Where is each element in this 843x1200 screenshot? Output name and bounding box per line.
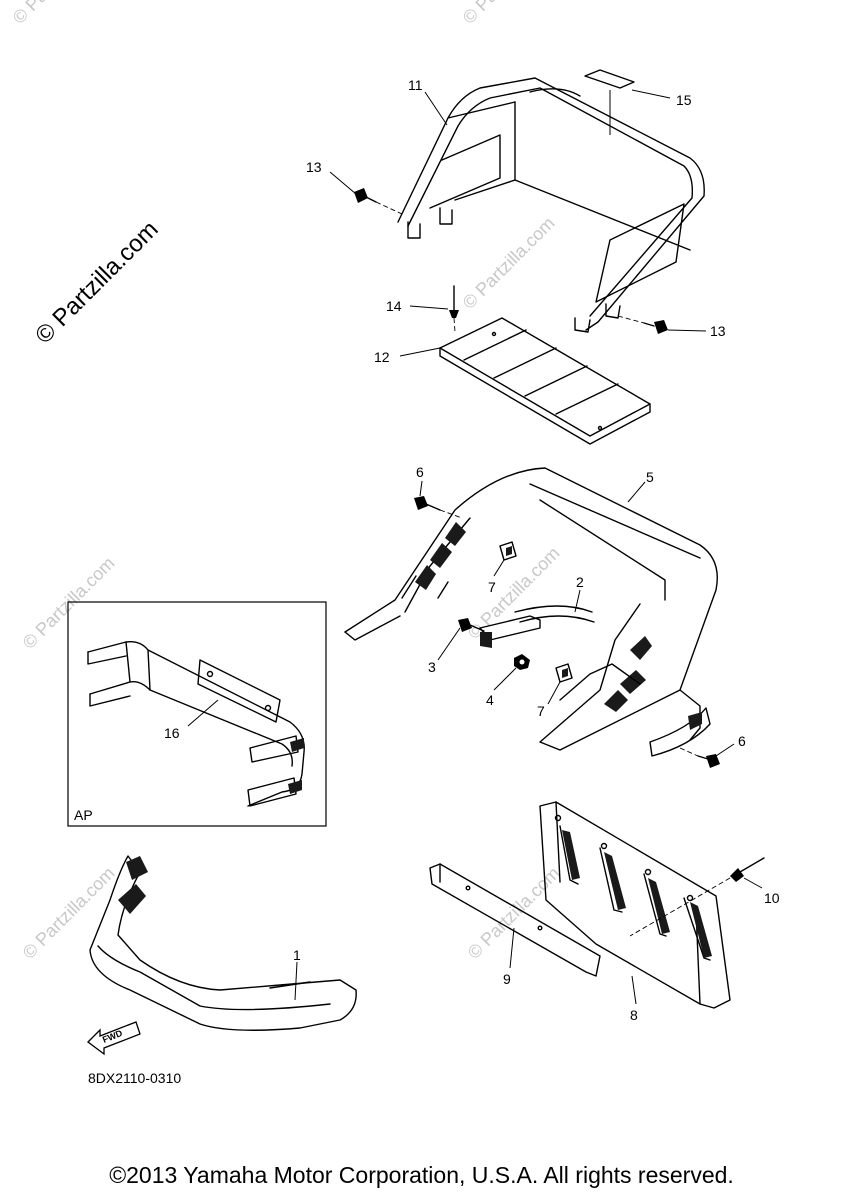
callout-2: 2 [576, 574, 584, 590]
watermark-4: © Partzilla.com [19, 553, 119, 653]
callout-12: 12 [374, 349, 390, 365]
partzilla-watermark: © Partzilla.com [30, 216, 163, 349]
watermark-1: © Partzilla.com [9, 0, 109, 28]
bolt-part-13a [354, 188, 403, 215]
inset-label: AP [74, 807, 93, 823]
guard-part-16 [87, 640, 305, 807]
rivet-part-10 [629, 857, 765, 937]
watermark-5: © Partzilla.com [464, 543, 564, 643]
bolt-part-3 [458, 618, 485, 632]
inset-ap-box [67, 601, 327, 827]
callout-4: 4 [486, 692, 494, 708]
watermark-7: © Partzilla.com [464, 863, 564, 963]
callout-9: 9 [503, 971, 511, 987]
copyright-notice: ©2013 Yamaha Motor Corporation, U.S.A. A… [109, 1162, 734, 1188]
callout-6b: 6 [738, 733, 746, 749]
callout-7a: 7 [488, 579, 496, 595]
bracket-part-2 [479, 605, 711, 757]
bolt-part-13b [617, 315, 668, 334]
callouts: 1 2 3 4 5 6 6 7 7 8 9 10 11 12 13 13 14 [164, 77, 780, 1023]
callout-11: 11 [408, 77, 423, 93]
floor-plate-part-12 [439, 317, 651, 445]
bolt-part-6a [414, 496, 463, 519]
callout-8: 8 [630, 1007, 638, 1023]
watermark-2: © Partzilla.com [459, 0, 559, 28]
fwd-arrow-icon: FWD [87, 1021, 141, 1056]
callout-16: 16 [164, 725, 180, 741]
diagram-code: 8DX2110-0310 [88, 1070, 181, 1086]
watermark-3: © Partzilla.com [459, 213, 559, 313]
callout-6a: 6 [416, 464, 424, 480]
callout-15: 15 [676, 92, 692, 108]
callout-10: 10 [764, 890, 780, 906]
rear-rack-part-11 [397, 77, 705, 333]
nut-part-4 [514, 654, 530, 670]
callout-13b: 13 [710, 323, 726, 339]
label-part-15 [584, 69, 635, 135]
rivet-part-14 [449, 285, 459, 333]
callout-5: 5 [646, 469, 654, 485]
rear-guard-part-5 [344, 467, 718, 751]
callout-7b: 7 [537, 703, 545, 719]
callout-14: 14 [386, 298, 402, 314]
clip-part-7b [555, 663, 573, 683]
front-bumper-part-1 [89, 855, 357, 1031]
clip-part-7a [499, 541, 517, 561]
watermark-6: © Partzilla.com [19, 863, 119, 963]
callout-13a: 13 [306, 159, 322, 175]
mud-flap-part-8 [539, 801, 731, 1009]
strip-part-9 [429, 863, 601, 977]
callout-1: 1 [293, 947, 301, 963]
callout-3: 3 [428, 659, 436, 675]
bolt-part-6b [679, 747, 720, 768]
